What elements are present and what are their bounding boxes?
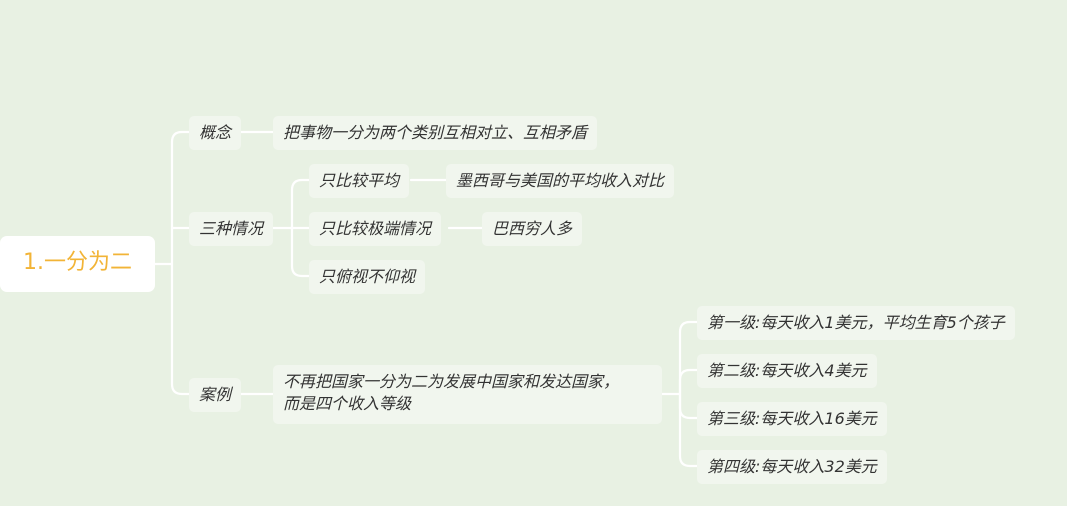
topic-case[interactable]: 案例 bbox=[189, 378, 242, 412]
connector-to-concept bbox=[170, 130, 191, 266]
topic-situation-extreme-detail[interactable]: 巴西穷人多 bbox=[482, 212, 583, 246]
topic-concept[interactable]: 概念 bbox=[189, 116, 242, 150]
root-topic[interactable]: 1.一分为二 bbox=[0, 236, 155, 292]
connector-level-1 bbox=[678, 320, 699, 396]
topic-situation-average-detail[interactable]: 墨西哥与美国的平均收入对比 bbox=[446, 164, 675, 198]
topic-level-2[interactable]: 第二级:每天收入4美元 bbox=[697, 354, 877, 388]
topic-level-1[interactable]: 第一级:每天收入1美元，平均生育5个孩子 bbox=[697, 306, 1015, 340]
connector-level-2 bbox=[678, 368, 699, 396]
topic-situation-average[interactable]: 只比较平均 bbox=[309, 164, 410, 198]
topic-case-detail[interactable]: 不再把国家一分为二为发展中国家和发达国家， 而是四个收入等级 bbox=[273, 365, 662, 424]
connector-situation-3 bbox=[290, 226, 311, 278]
case-detail-line-2: 而是四个收入等级 bbox=[283, 394, 412, 413]
connector-situation-1 bbox=[290, 178, 311, 230]
connector-level-3 bbox=[678, 392, 699, 420]
topic-level-3[interactable]: 第三级:每天收入16美元 bbox=[697, 402, 887, 436]
topic-situation-look-down[interactable]: 只俯视不仰视 bbox=[309, 260, 426, 294]
case-detail-line-1: 不再把国家一分为二为发展中国家和发达国家， bbox=[283, 372, 620, 391]
connector-level-4 bbox=[678, 392, 699, 468]
topic-level-4[interactable]: 第四级:每天收入32美元 bbox=[697, 450, 887, 484]
connector-to-case bbox=[170, 262, 191, 396]
topic-situation-extreme[interactable]: 只比较极端情况 bbox=[309, 212, 442, 246]
topic-concept-detail[interactable]: 把事物一分为两个类别互相对立、互相矛盾 bbox=[273, 116, 598, 150]
topic-situations[interactable]: 三种情况 bbox=[189, 212, 274, 246]
